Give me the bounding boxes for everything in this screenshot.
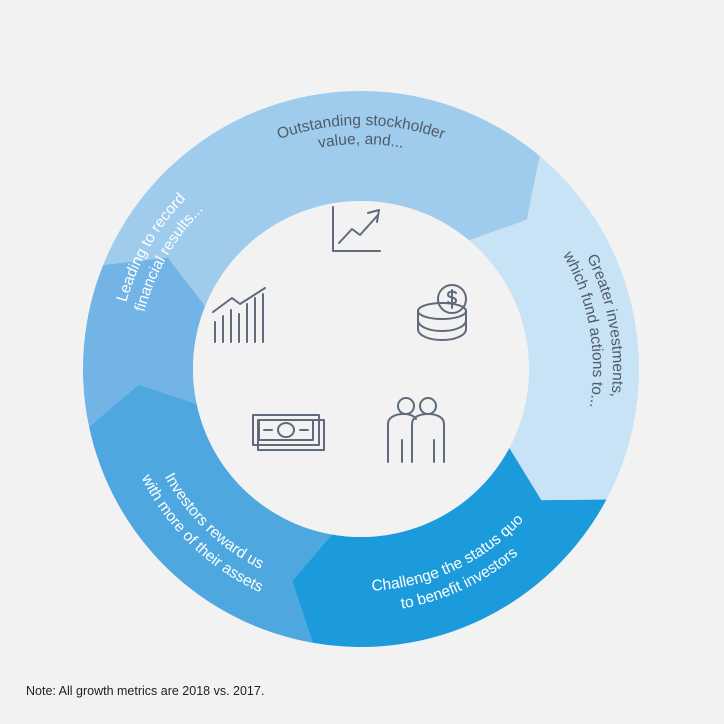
growth-arrow-chart-icon <box>332 206 381 252</box>
segment-record-results <box>83 257 206 427</box>
segment-label-line: value, and... <box>317 131 406 152</box>
footnote: Note: All growth metrics are 2018 vs. 20… <box>26 684 265 698</box>
bar-chart-icon <box>212 287 266 343</box>
segment-greater-investments <box>468 156 639 501</box>
segment-challenge-status-quo <box>292 447 607 647</box>
banknote-icon <box>252 414 325 451</box>
segment-stockholder-value <box>103 91 540 307</box>
segment-label-stockholder-value: value, and... <box>317 131 406 152</box>
people-icon <box>387 397 445 463</box>
segment-investors-reward <box>89 384 332 643</box>
cycle-segments <box>83 91 639 647</box>
coin-stack-icon <box>417 284 467 341</box>
